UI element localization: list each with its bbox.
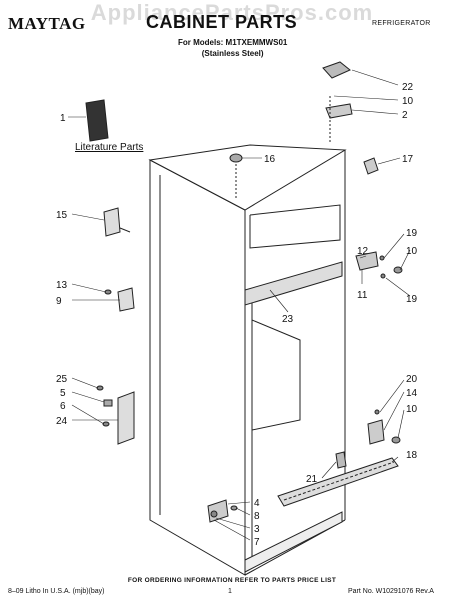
top-hinge[interactable]	[325, 103, 353, 119]
callout-21[interactable]: 21	[306, 474, 318, 485]
literature-booklet[interactable]	[85, 99, 109, 142]
callout-10-mid[interactable]: 10	[406, 246, 418, 257]
callout-6[interactable]: 6	[60, 401, 66, 412]
callout-1[interactable]: 1	[60, 113, 66, 124]
callout-20[interactable]: 20	[406, 374, 418, 385]
page-title: CABINET PARTS	[146, 12, 298, 32]
hinge-cover-17[interactable]	[363, 157, 379, 175]
bracket-15[interactable]	[103, 207, 121, 237]
bottom-rail	[244, 511, 343, 573]
callout-7[interactable]: 7	[254, 537, 260, 548]
callout-19-top[interactable]: 19	[406, 228, 418, 239]
brand-logo: MAYTAG	[8, 14, 86, 33]
callout-13[interactable]: 13	[56, 280, 68, 291]
model-finish: (Stainless Steel)	[201, 49, 264, 58]
cover-24[interactable]	[117, 391, 135, 445]
grille-clip[interactable]	[335, 451, 347, 469]
callout-10-bottom[interactable]: 10	[406, 404, 418, 415]
callout-labels: 1 22 10 2 16 17 15 12 19 10 13 9 11 19 2…	[56, 82, 418, 548]
top-hinge-cover[interactable]	[322, 61, 351, 79]
callout-8[interactable]: 8	[254, 511, 260, 522]
ordering-note: FOR ORDERING INFORMATION REFER TO PARTS …	[127, 577, 337, 584]
callout-14[interactable]: 14	[406, 388, 418, 399]
page-number: 1	[228, 588, 232, 595]
watermark: AppliancePartsPros.com	[90, 0, 374, 25]
litho-info: 8–09 Litho In U.S.A. (mjb)(bay)	[8, 588, 105, 595]
callout-2[interactable]: 2	[402, 110, 408, 121]
callout-18[interactable]: 18	[406, 450, 418, 461]
callout-25[interactable]: 25	[56, 374, 68, 385]
plug[interactable]	[229, 153, 243, 163]
model-info: For Models: M1TXEMMWS01 (Stainless Steel…	[178, 37, 287, 59]
callout-12[interactable]: 12	[357, 246, 369, 257]
callout-9[interactable]: 9	[56, 296, 62, 307]
callout-17[interactable]: 17	[402, 154, 414, 165]
literature-label: Literature Parts	[75, 142, 143, 153]
cabinet-shell	[148, 144, 347, 576]
callout-23[interactable]: 23	[282, 314, 294, 325]
category-label: REFRIGERATOR	[372, 20, 431, 27]
callout-3[interactable]: 3	[254, 524, 260, 535]
lower-hinge[interactable]	[367, 419, 385, 445]
divider-rail[interactable]	[244, 261, 343, 306]
callout-22[interactable]: 22	[402, 82, 414, 93]
callout-11[interactable]: 11	[357, 290, 368, 301]
model-number: For Models: M1TXEMMWS01	[178, 38, 288, 47]
callout-5[interactable]: 5	[60, 388, 66, 399]
callout-15[interactable]: 15	[56, 210, 68, 221]
callout-4[interactable]: 4	[254, 498, 260, 509]
part-number: Part No. W10291076 Rev.A	[348, 588, 434, 595]
callout-10-top[interactable]: 10	[402, 96, 414, 107]
callout-16[interactable]: 16	[264, 154, 276, 165]
center-hinge[interactable]	[355, 251, 379, 271]
leader-lines	[68, 69, 411, 541]
toe-grille[interactable]	[277, 457, 399, 507]
bracket-9[interactable]	[117, 287, 135, 312]
callout-19-bottom[interactable]: 19	[406, 294, 418, 305]
callout-24[interactable]: 24	[56, 416, 68, 427]
